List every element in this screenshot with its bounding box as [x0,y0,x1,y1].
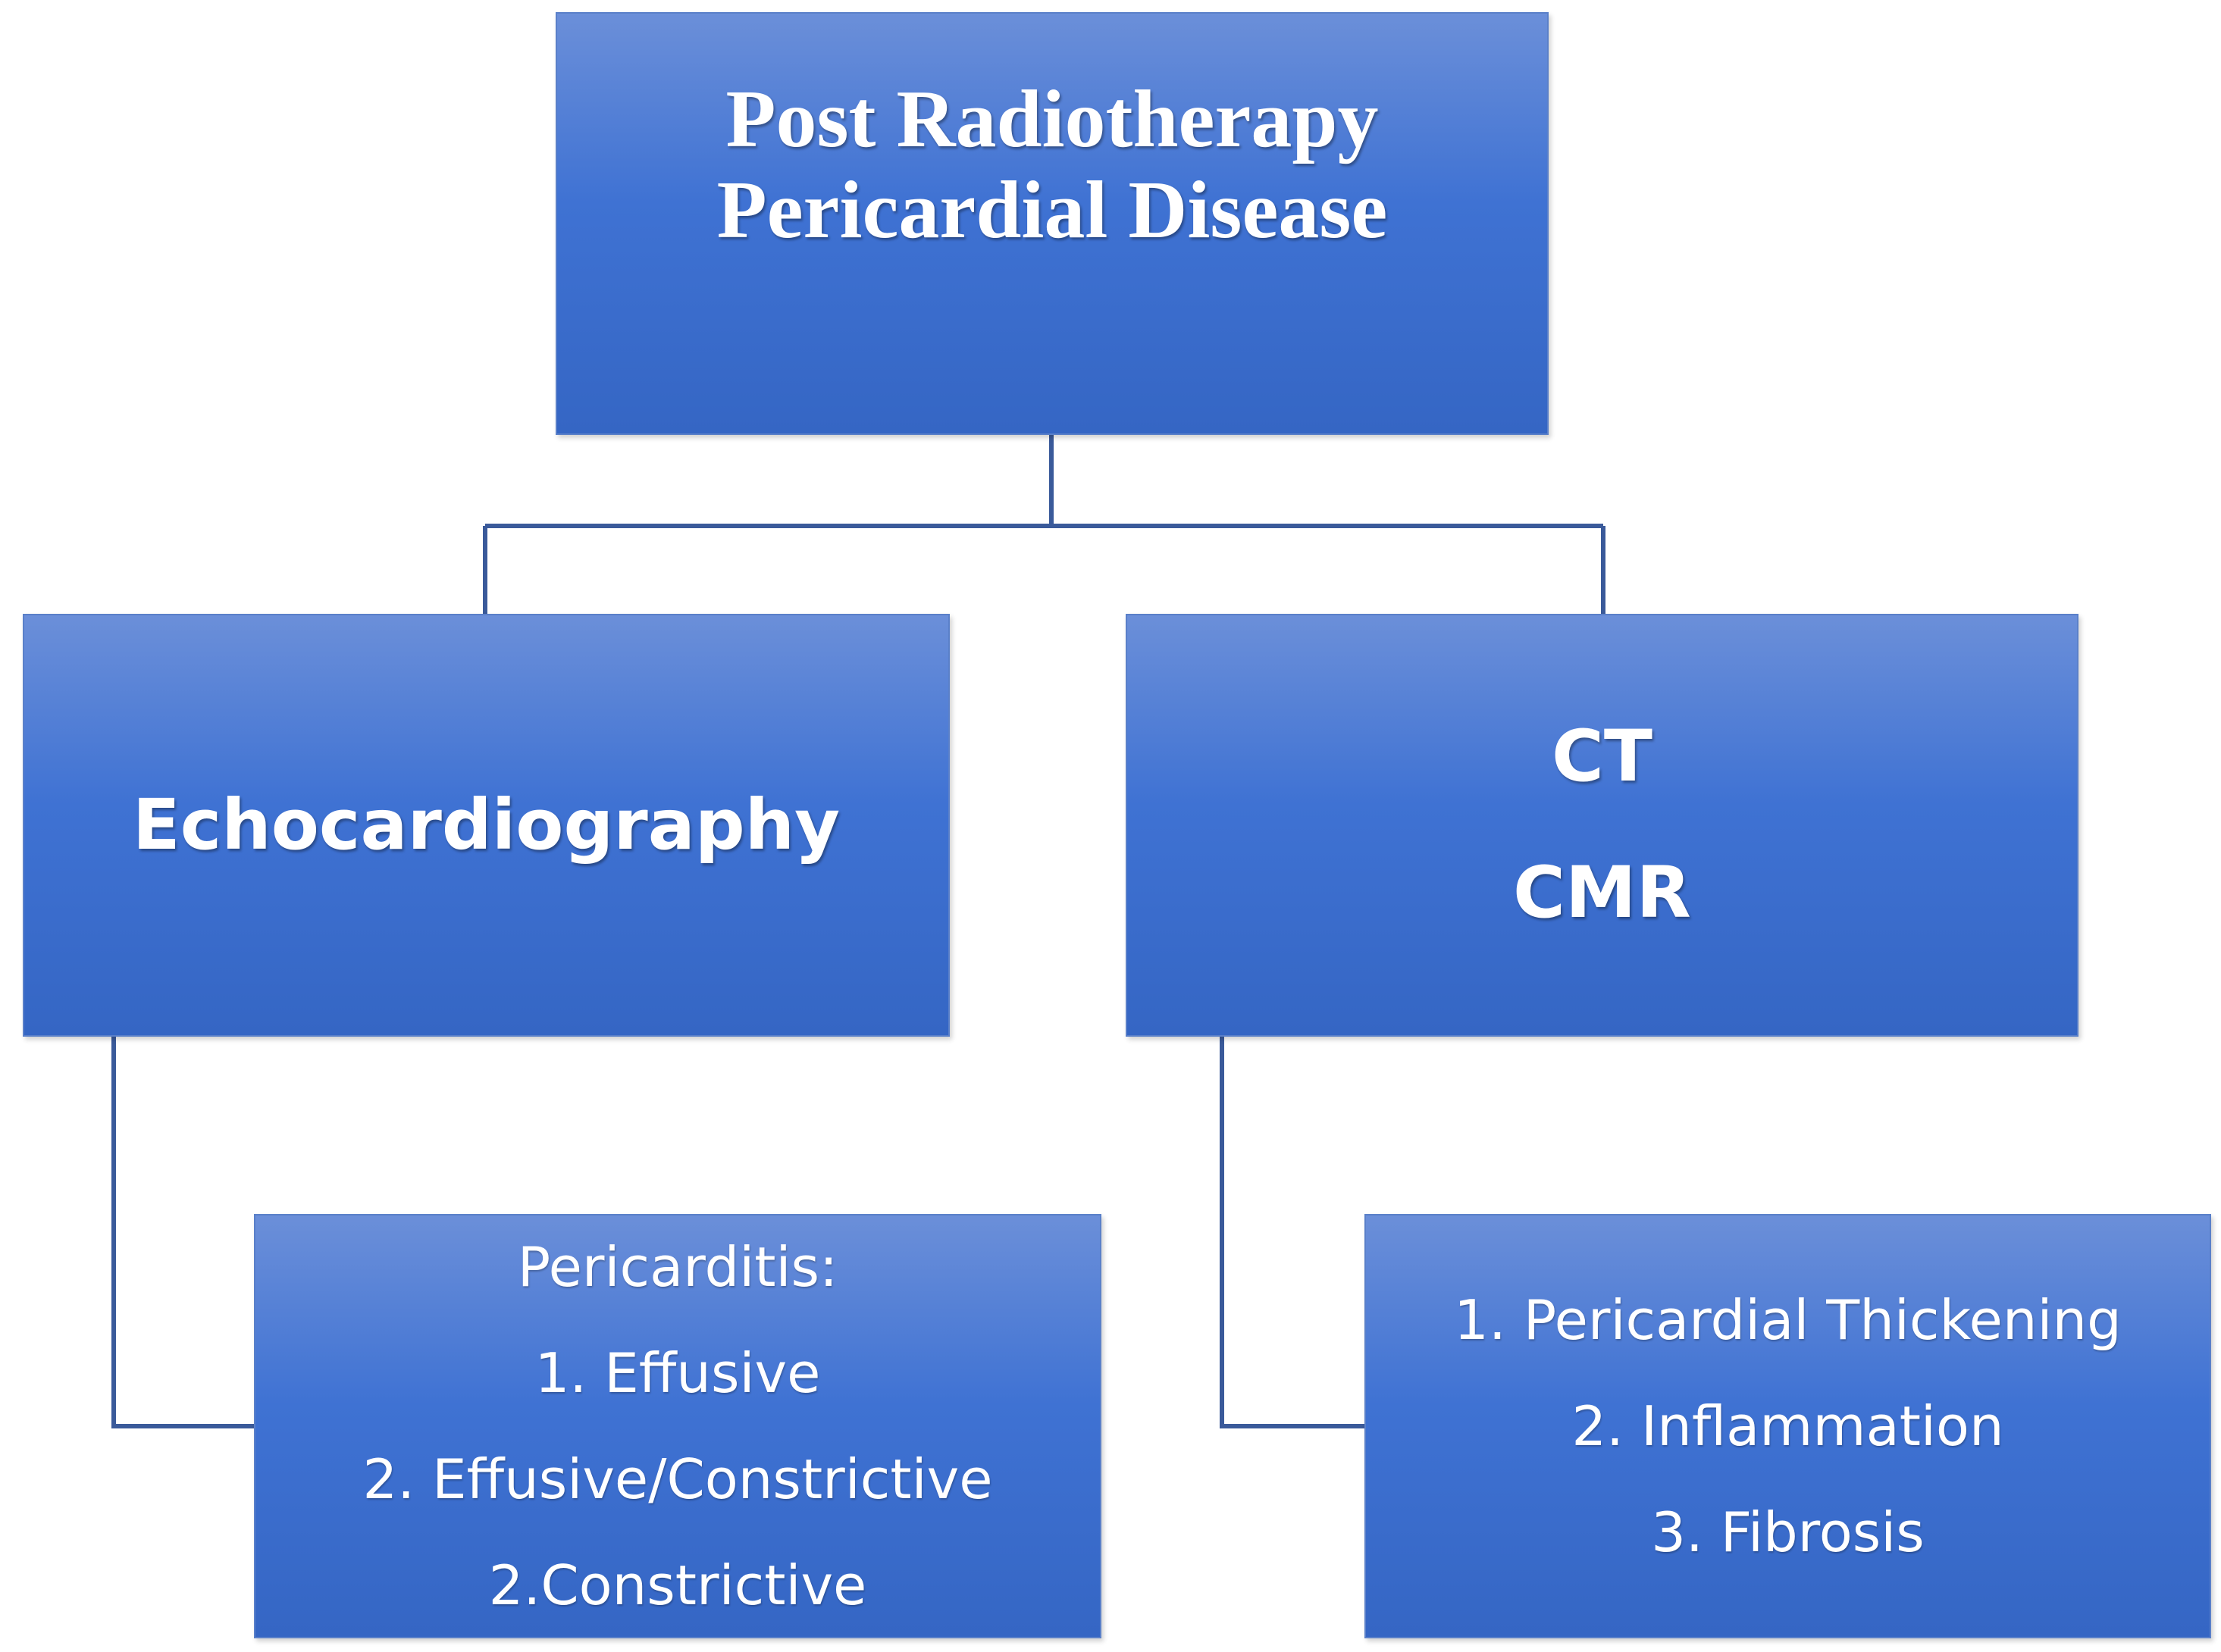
imaging-to-findings-connector [1220,1037,1364,1428]
finding-pericardial-thickening: 1. Pericardial Thickening [1454,1288,2122,1352]
pericarditis-item-effusive: 1. Effusive [534,1341,821,1405]
pericarditis-item-constrictive: 2.Constrictive [488,1553,867,1617]
imaging-findings-node-box: 1. Pericardial Thickening 2. Inflammatio… [1364,1214,2211,1638]
pericarditis-heading: Pericarditis: [517,1235,838,1299]
echocardiography-node-box: Echocardiography [23,614,950,1037]
ct-title: CT [1551,715,1653,798]
echo-to-pericarditis-connector [111,1037,254,1428]
echocardiography-title: Echocardiography [132,784,841,865]
root-title-line-1: Post Radiotherapy [725,74,1379,164]
root-title-line-2: Pericardial Disease [716,165,1388,255]
root-to-branches-connector [483,435,1605,614]
cmr-title: CMR [1513,852,1691,934]
finding-fibrosis: 3. Fibrosis [1651,1500,1925,1564]
finding-inflammation: 2. Inflammation [1571,1394,2004,1458]
pericarditis-node-box: Pericarditis: 1. Effusive 2. Effusive/Co… [254,1214,1101,1638]
root-node-box: Post Radiotherapy Pericardial Disease [556,12,1549,435]
ct-cmr-node-box: CT CMR [1126,614,2078,1037]
pericarditis-item-effusive-constrictive: 2. Effusive/Constrictive [362,1447,993,1511]
